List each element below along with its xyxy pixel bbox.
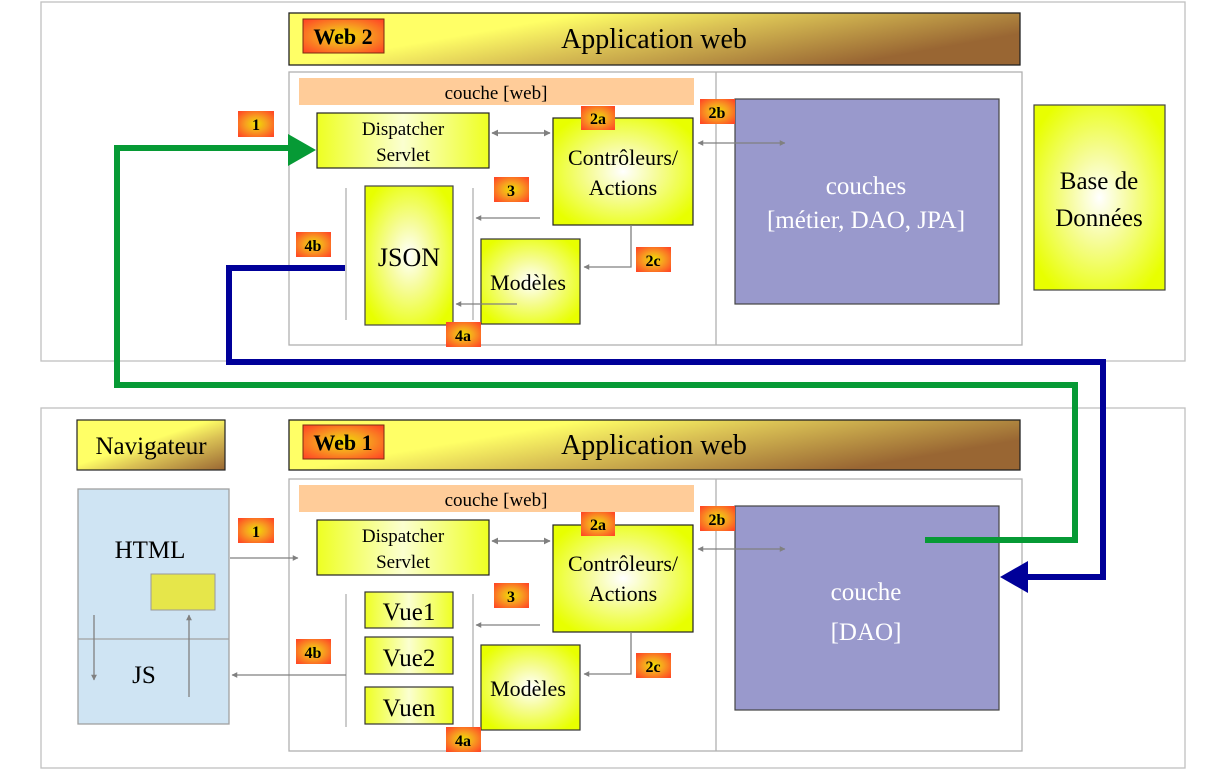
step-badge-3-bottom: 3: [494, 583, 529, 608]
step-2a-label-bottom: 2a: [590, 517, 606, 534]
database-label-1: Base de: [1060, 168, 1138, 195]
controllers-label-2-top: Actions: [589, 175, 657, 200]
view-box-n: [364, 686, 454, 725]
web-layer-band-bottom: [299, 485, 694, 512]
step-badge-2a-top: 2a: [581, 106, 615, 130]
dispatcher-label-2-top: Servlet: [376, 145, 431, 166]
step-1-label-bottom: 1: [252, 524, 260, 541]
backend-label-1: couches: [826, 173, 907, 200]
controllers-label-1-bottom: Contrôleurs/: [568, 551, 679, 576]
dao-label-2: [DAO]: [831, 619, 902, 646]
arrow-step2c-top: [583, 225, 632, 270]
browser-label-box: [76, 419, 226, 471]
backend-label-2: [métier, DAO, JPA]: [767, 207, 965, 234]
app-title-bar-bottom: [288, 419, 1021, 471]
step-badge-4a-bottom: 4a: [446, 727, 481, 752]
step-badge-1-bottom: 1: [238, 518, 274, 543]
step-badge-4b-bottom: 4b: [296, 639, 331, 664]
controllers-label-1-top: Contrôleurs/: [568, 145, 679, 170]
view-box-2: [364, 636, 454, 675]
database-box: [1033, 104, 1166, 291]
view-label-n: Vuen: [383, 695, 436, 722]
step-badge-4b-top: 4b: [296, 232, 331, 257]
step-badge-2c-top: 2c: [636, 247, 671, 272]
view-box-1: [364, 591, 454, 629]
models-box-top: [480, 238, 581, 325]
database-label-2: Données: [1055, 205, 1142, 232]
step-4b-label-bottom: 4b: [305, 645, 322, 662]
html-widget-box: [150, 573, 216, 611]
step-2c-label-top: 2c: [645, 253, 660, 270]
request-flow-arrowhead: [288, 134, 316, 166]
step-2a-label-top: 2a: [590, 111, 606, 128]
dao-label-1: couche: [831, 579, 902, 606]
bottom-panel: Navigateur HTML JS Web 1 Application web…: [40, 407, 1186, 769]
step-4a-label-top: 4a: [455, 328, 471, 345]
json-view-label: JSON: [378, 243, 440, 272]
step-2c-label-bottom: 2c: [645, 659, 660, 676]
controllers-label-2-bottom: Actions: [589, 581, 657, 606]
step-3-label-top: 3: [507, 183, 515, 200]
step-3-label-bottom: 3: [507, 589, 515, 606]
request-flow: [114, 134, 1078, 543]
step-2b-label-top: 2b: [709, 105, 726, 122]
response-flow-arrowhead: [1000, 561, 1028, 593]
json-view-box: [364, 185, 454, 326]
browser-js-label: JS: [132, 662, 156, 689]
step-badge-2c-bottom: 2c: [636, 653, 671, 678]
dao-layer-box: [734, 505, 1000, 711]
models-label-top: Modèles: [490, 270, 566, 295]
models-label-bottom: Modèles: [490, 676, 566, 701]
web-layer-label-top: couche [web]: [445, 83, 548, 104]
step-1-label-top: 1: [252, 117, 260, 134]
step-badge-2b-top: 2b: [700, 99, 735, 124]
step-badge-2a-bottom: 2a: [581, 512, 615, 536]
request-flow-line: [114, 145, 1078, 543]
response-flow-line: [226, 265, 1106, 580]
browser-label: Navigateur: [95, 433, 207, 460]
web-layer-label-bottom: couche [web]: [445, 490, 548, 511]
step-2b-label-bottom: 2b: [709, 512, 726, 529]
web-layer-band-top: [299, 78, 694, 105]
view-label-2: Vue2: [383, 645, 436, 672]
dispatcher-servlet-top: [316, 112, 490, 169]
step-badge-4a-top: 4a: [446, 322, 481, 347]
app-title-top: Application web: [561, 24, 747, 55]
app-badge-bottom-label: Web 1: [313, 430, 372, 455]
response-flow: [226, 265, 1106, 593]
dispatcher-label-1-bottom: Dispatcher: [362, 526, 445, 547]
step-badge-3-top: 3: [494, 177, 529, 202]
top-panel: Web 2 Application web couche [web] Dispa…: [40, 1, 1186, 362]
step-badge-1-top: 1: [238, 111, 274, 137]
models-box-bottom: [480, 644, 581, 731]
dispatcher-servlet-bottom: [316, 519, 490, 576]
app-badge-top: [302, 18, 385, 54]
app-title-bottom: Application web: [561, 430, 747, 461]
step-badge-2b-bottom: 2b: [700, 506, 735, 531]
arrow-step2c-bottom: [583, 632, 632, 677]
app-badge-bottom: [302, 424, 385, 460]
step-4b-label-top: 4b: [305, 238, 322, 255]
app-title-bar-top: [288, 12, 1021, 66]
controllers-box-bottom: [552, 524, 694, 633]
step-4a-label-bottom: 4a: [455, 733, 471, 750]
dispatcher-label-1-top: Dispatcher: [362, 119, 445, 140]
dispatcher-label-2-bottom: Servlet: [376, 552, 431, 573]
app-badge-top-label: Web 2: [313, 24, 372, 49]
browser-html-label: HTML: [115, 537, 186, 564]
backend-layers-box: [734, 98, 1000, 305]
controllers-box-top: [552, 117, 694, 226]
view-label-1: Vue1: [383, 599, 436, 626]
